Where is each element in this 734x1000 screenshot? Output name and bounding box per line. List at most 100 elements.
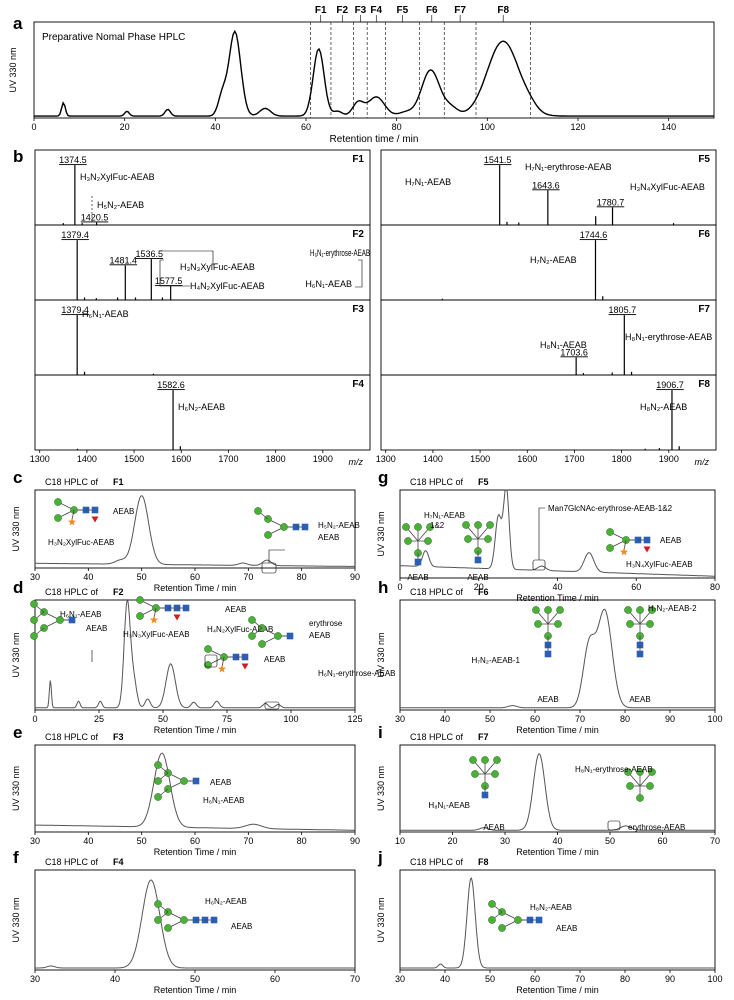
compound-label: H₇N₂-AEAB <box>530 255 577 265</box>
x-tick-label: 80 <box>392 122 402 132</box>
x-tick-label: 10 <box>395 836 405 846</box>
spectrum-fraction-label: F3 <box>352 304 364 315</box>
fraction-label: F7 <box>454 5 466 16</box>
glcnac-square-icon <box>535 916 543 924</box>
x-tick-label: 30 <box>395 714 405 724</box>
glycan-label: AEAB <box>86 624 107 633</box>
mannose-circle-icon <box>30 616 38 624</box>
x-tick-label: 40 <box>552 582 562 592</box>
glcnac-square-icon <box>192 777 200 785</box>
spectrum-fraction-label: F1 <box>352 154 364 165</box>
fucose-triangle-icon <box>91 516 99 523</box>
glycan-label: H₆N₁-erythrose-AEAB <box>318 669 396 678</box>
panel-a-title: Preparative Nomal Phase HPLC <box>42 32 185 43</box>
mannose-circle-icon <box>636 794 644 802</box>
mannose-circle-icon <box>54 514 62 522</box>
panel-i-frame <box>399 744 716 833</box>
x-tick-label: 0 <box>31 122 36 132</box>
peak-highlight-box <box>264 701 280 710</box>
mz-label: 1379.4 <box>61 230 89 240</box>
mannose-circle-icon <box>624 606 632 614</box>
x-tick-label: 1500 <box>470 454 490 464</box>
glycan-label: Man7GlcNAc-erythrose-AEAB-1&2 <box>548 504 673 513</box>
glycan-label: H₇N₂-AEAB-2 <box>648 604 697 613</box>
x-tick-label: 70 <box>710 836 720 846</box>
glycan-label: AEAB <box>483 823 504 832</box>
x-tick-label: 70 <box>350 974 360 984</box>
trace-line <box>34 752 356 831</box>
fucose-triangle-icon <box>643 546 651 553</box>
panel-label-g: g <box>378 468 388 487</box>
panel-a-ylabel: UV 330 nm <box>8 47 18 92</box>
mannose-circle-icon <box>280 523 288 531</box>
x-tick-label: 1300 <box>376 454 396 464</box>
mannose-circle-icon <box>554 620 562 628</box>
panel-d-frame <box>34 599 356 711</box>
x-tick-label: 50 <box>158 714 168 724</box>
trace-line <box>35 598 355 709</box>
panel-h-frame <box>399 599 716 711</box>
glycan-label: erythrose-AEAB <box>628 823 685 832</box>
mz-label: 1577.5 <box>155 276 183 286</box>
mannose-circle-icon <box>424 537 432 545</box>
leader-line <box>355 259 363 288</box>
mannose-circle-icon <box>136 612 144 620</box>
leader-line <box>538 507 545 560</box>
panel-ylabel: UV 330 nm <box>11 897 21 942</box>
mannose-circle-icon <box>264 531 272 539</box>
x-tick-label: 25 <box>94 714 104 724</box>
fraction-label: F6 <box>426 5 438 16</box>
panel-label-b: b <box>13 147 23 166</box>
panel-label-a: a <box>13 14 23 33</box>
panel-title: C18 HPLC of <box>45 732 99 742</box>
x-tick-label: 50 <box>485 714 495 724</box>
x-tick-label: 1700 <box>218 454 238 464</box>
mannose-circle-icon <box>248 616 256 624</box>
x-tick-label: 1600 <box>171 454 191 464</box>
compound-label: H₃N₃XylFuc-AEAB <box>180 262 255 272</box>
x-tick-label: 140 <box>661 122 676 132</box>
glycan-label: AEAB <box>309 631 330 640</box>
spectrum-frame <box>380 374 717 451</box>
panel-label-f: f <box>13 848 19 867</box>
fraction-label: F3 <box>355 5 367 16</box>
x-tick-label: 40 <box>440 974 450 984</box>
mannose-circle-icon <box>544 606 552 614</box>
mannose-circle-icon <box>646 782 654 790</box>
glycan-label: erythrose <box>309 619 343 628</box>
mannose-circle-icon <box>30 632 38 640</box>
panel-title: C18 HPLC of <box>410 732 464 742</box>
xylose-star-icon <box>217 664 227 673</box>
fraction-label: F8 <box>497 5 509 16</box>
x-tick-label: 30 <box>30 572 40 582</box>
x-tick-label: 80 <box>620 714 630 724</box>
peak-highlight-box <box>204 654 218 668</box>
panel-xlabel: Retention Time / min <box>154 583 237 593</box>
mannose-circle-icon <box>136 596 144 604</box>
glycan-label: AEAB <box>629 695 650 704</box>
x-tick-label: 20 <box>120 122 130 132</box>
glcnac-square-icon <box>481 791 489 799</box>
mz-label: 1703.6 <box>560 347 588 357</box>
peak-highlight-box <box>607 820 621 831</box>
panel-title: C18 HPLC of <box>45 857 99 867</box>
x-tick-label: 40 <box>552 836 562 846</box>
glcnac-square-icon <box>91 506 99 514</box>
x-tick-label: 40 <box>440 714 450 724</box>
mannose-circle-icon <box>606 544 614 552</box>
mannose-circle-icon <box>636 606 644 614</box>
x-tick-label: 120 <box>570 122 585 132</box>
panel-ylabel: UV 330 nm <box>376 766 386 811</box>
panel-ylabel: UV 330 nm <box>376 511 386 556</box>
x-tick-label: 80 <box>710 582 720 592</box>
x-tick-label: 125 <box>347 714 362 724</box>
spectrum-fraction-label: F8 <box>698 379 710 390</box>
panel-a-xlabel: Retention time / min <box>330 134 419 145</box>
mannose-circle-icon <box>414 523 422 531</box>
spectrum-fraction-label: F5 <box>698 154 710 165</box>
glycan-label: AEAB <box>210 778 231 787</box>
x-tick-label: 50 <box>605 836 615 846</box>
glycan-label: AEAB <box>407 573 428 582</box>
leader-line <box>268 549 285 563</box>
mannose-circle-icon <box>481 756 489 764</box>
